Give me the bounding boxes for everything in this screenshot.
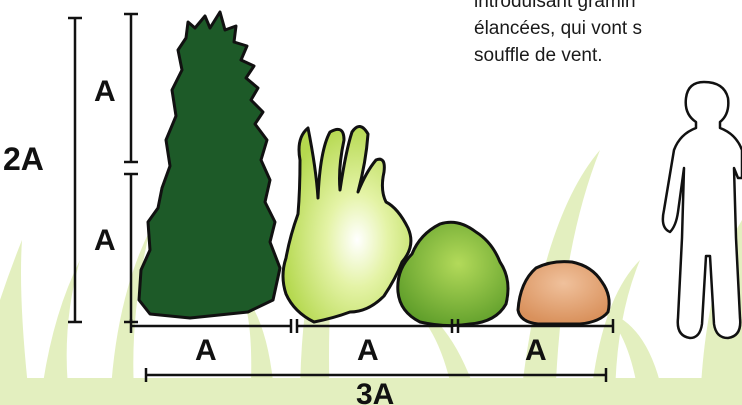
small-mound-plant [518,262,609,324]
caption-line-1: introduisant gramin [474,0,742,15]
caption-line-2: élancées, qui vont s [474,15,742,42]
width-a-label-2: A [357,334,379,367]
caption-text: introduisant gramin élancées, qui vont s… [474,0,742,69]
caption-line-3: souffle de vent. [474,42,742,69]
width-3a-label: 3A [356,378,394,405]
vertical-dimension-lines [68,14,138,322]
light-grass-plant [283,126,411,322]
person-silhouette-icon [663,82,742,338]
height-2a-label: 2A [3,141,44,177]
width-a-label-3: A [525,334,547,367]
height-a-lower-label: A [94,224,116,257]
width-a-label-1: A [195,334,217,367]
round-shrub-plant [398,222,508,325]
height-a-upper-label: A [94,75,116,108]
dark-conifer-plant [139,12,280,318]
